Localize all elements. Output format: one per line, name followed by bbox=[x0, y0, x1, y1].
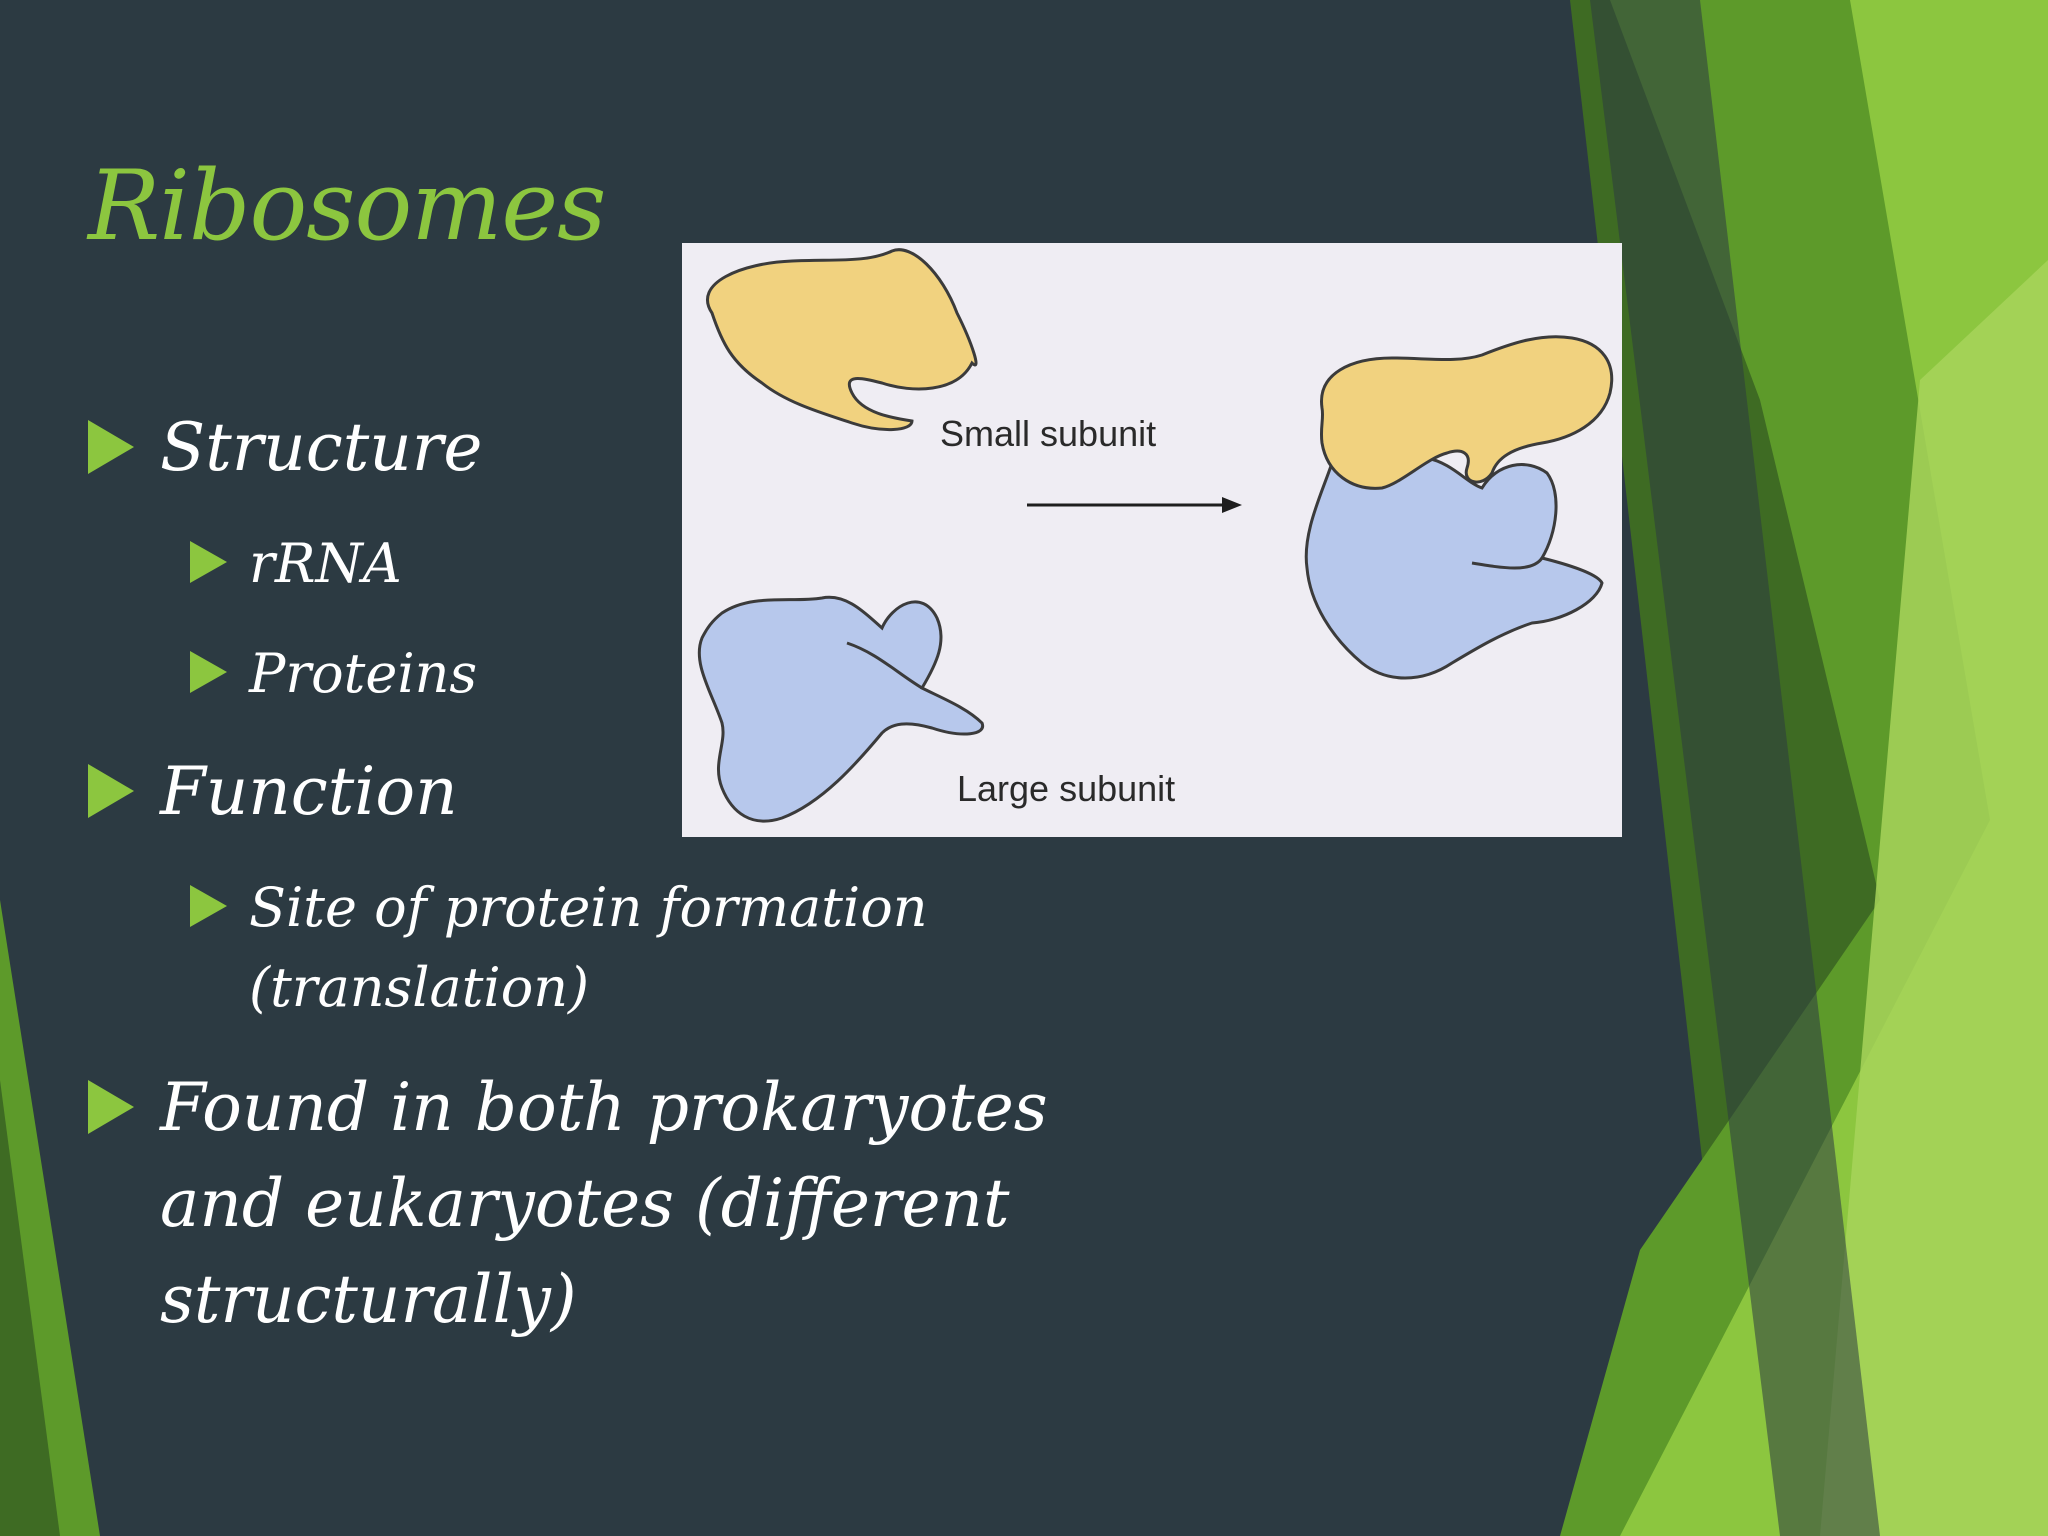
small-subunit-label: Small subunit bbox=[940, 413, 1157, 454]
bg-panel-shadow bbox=[1590, 0, 1880, 1536]
bullet-found: Found in both prokaryotes and eukaryotes… bbox=[88, 1060, 1048, 1348]
assembled-groove bbox=[1471, 557, 1544, 570]
bullet-rrna: rRNA bbox=[190, 524, 402, 604]
bullet-text: Proteins bbox=[249, 642, 478, 705]
bullet-site: Site of protein formation (translation) bbox=[190, 868, 927, 1028]
bullet-text-block: Found in both prokaryotes and eukaryotes… bbox=[160, 1060, 1048, 1348]
large-subunit-shape bbox=[697, 595, 985, 823]
slide-title: Ribosomes bbox=[88, 150, 606, 262]
bullet-arrow-icon bbox=[88, 420, 134, 474]
bg-panel-light-green bbox=[1820, 260, 2048, 1536]
assembled-small-subunit bbox=[1319, 335, 1614, 490]
bullet-proteins: Proteins bbox=[190, 634, 477, 714]
large-subunit-groove bbox=[846, 641, 923, 690]
bullet-text-line: Site of protein formation bbox=[249, 876, 928, 939]
bullet-text-line: and eukaryotes (different bbox=[160, 1165, 1010, 1242]
assembled-large-subunit bbox=[1304, 449, 1604, 680]
bullet-arrow-icon bbox=[190, 885, 227, 927]
bullet-text-block: Site of protein formation (translation) bbox=[249, 868, 927, 1028]
ribosome-diagram: Small subunit Large subunit bbox=[682, 243, 1622, 837]
bullet-text: Function bbox=[160, 753, 458, 830]
bullet-arrow-icon bbox=[190, 541, 227, 583]
assembly-arrow-head bbox=[1222, 497, 1242, 513]
ribosome-diagram-graphic bbox=[697, 248, 1614, 823]
bullet-text: Structure bbox=[160, 409, 483, 486]
bullet-function: Function bbox=[88, 744, 458, 840]
bullet-text-line: structurally) bbox=[160, 1261, 577, 1338]
small-subunit-shape bbox=[706, 248, 978, 432]
bullet-text: rRNA bbox=[249, 532, 402, 595]
bullet-arrow-icon bbox=[190, 651, 227, 693]
bullet-arrow-icon bbox=[88, 1080, 134, 1134]
large-subunit-label: Large subunit bbox=[957, 768, 1176, 809]
bullet-text-line: Found in both prokaryotes bbox=[160, 1069, 1048, 1146]
bullet-arrow-icon bbox=[88, 764, 134, 818]
bg-left-sliver-dark bbox=[0, 1080, 60, 1536]
bullet-text-line: (translation) bbox=[249, 956, 590, 1019]
bullet-structure: Structure bbox=[88, 400, 482, 496]
